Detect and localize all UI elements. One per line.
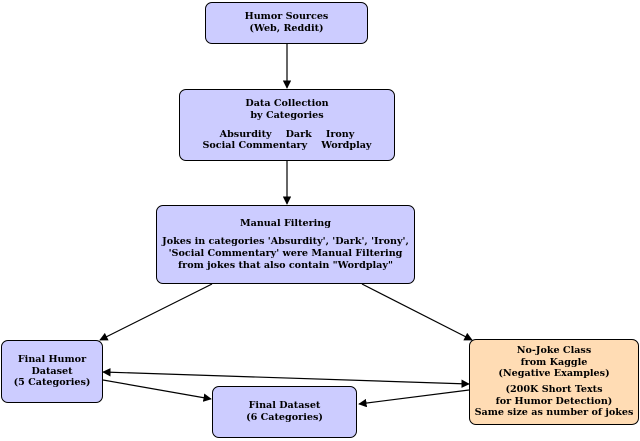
- node-final-humor-line-1: Final Humor: [17, 353, 87, 365]
- node-manual-filtering-line-1: Jokes in categories 'Absurdity', 'Dark',…: [162, 236, 409, 248]
- node-humor-sources-line-2: (Web, Reddit): [249, 23, 324, 34]
- node-no-joke-detail-3: Same size as number of jokes: [474, 407, 634, 419]
- node-no-joke-line-1: No-Joke Class: [516, 344, 592, 356]
- category-social-commentary: Social Commentary: [202, 140, 308, 152]
- category-dark: Dark: [285, 128, 312, 140]
- category-row-1: Absurdity Dark Irony: [220, 129, 355, 141]
- category-wordplay: Wordplay: [321, 140, 372, 152]
- edge-no-joke-to-final-dataset: [358, 389, 470, 408]
- edge-final-humor-no-joke: [102, 368, 470, 388]
- node-data-collection-line-1: Data Collection: [245, 98, 329, 110]
- node-manual-filtering-line-2: 'Social Commentary' were Manual Filterin…: [168, 248, 403, 259]
- node-data-collection-line-2: by Categories: [250, 109, 324, 121]
- node-final-dataset: Final Dataset (6 Categories): [212, 386, 357, 438]
- node-no-joke-line-3: (Negative Examples): [498, 368, 610, 380]
- node-final-dataset-line-1: Final Dataset: [248, 400, 321, 412]
- edge-filtering-to-no-joke: [361, 283, 473, 341]
- node-final-humor-line-2: Dataset: [31, 365, 73, 377]
- node-data-collection: Data Collection by Categories Absurdity …: [179, 89, 395, 161]
- node-final-humor-line-3: (5 Categories): [13, 377, 91, 389]
- edge-final-humor-to-final-dataset: [102, 379, 212, 402]
- category-row-2: Social Commentary Wordplay: [202, 140, 371, 152]
- node-no-joke-detail-1: (200K Short Texts: [505, 384, 603, 395]
- edge-filtering-to-final-humor: [99, 283, 213, 341]
- node-final-humor-dataset: Final Humor Dataset (5 Categories): [1, 340, 103, 403]
- category-irony: Irony: [325, 128, 355, 140]
- node-manual-filtering: Manual Filtering Jokes in categories 'Ab…: [156, 205, 415, 284]
- node-no-joke-line-2: from Kaggle: [520, 356, 588, 368]
- node-humor-sources: Humor Sources (Web, Reddit): [205, 2, 368, 44]
- node-final-dataset-line-2: (6 Categories): [246, 412, 323, 423]
- node-manual-filtering-line-3: from jokes that also contain "Wordplay": [178, 259, 393, 271]
- category-absurdity: Absurdity: [219, 128, 272, 140]
- node-manual-filtering-title: Manual Filtering: [239, 217, 331, 229]
- node-no-joke-class: No-Joke Class from Kaggle (Negative Exam…: [469, 339, 639, 425]
- node-humor-sources-line-1: Humor Sources: [244, 11, 329, 23]
- node-no-joke-detail-2: for Humor Detection): [495, 395, 613, 407]
